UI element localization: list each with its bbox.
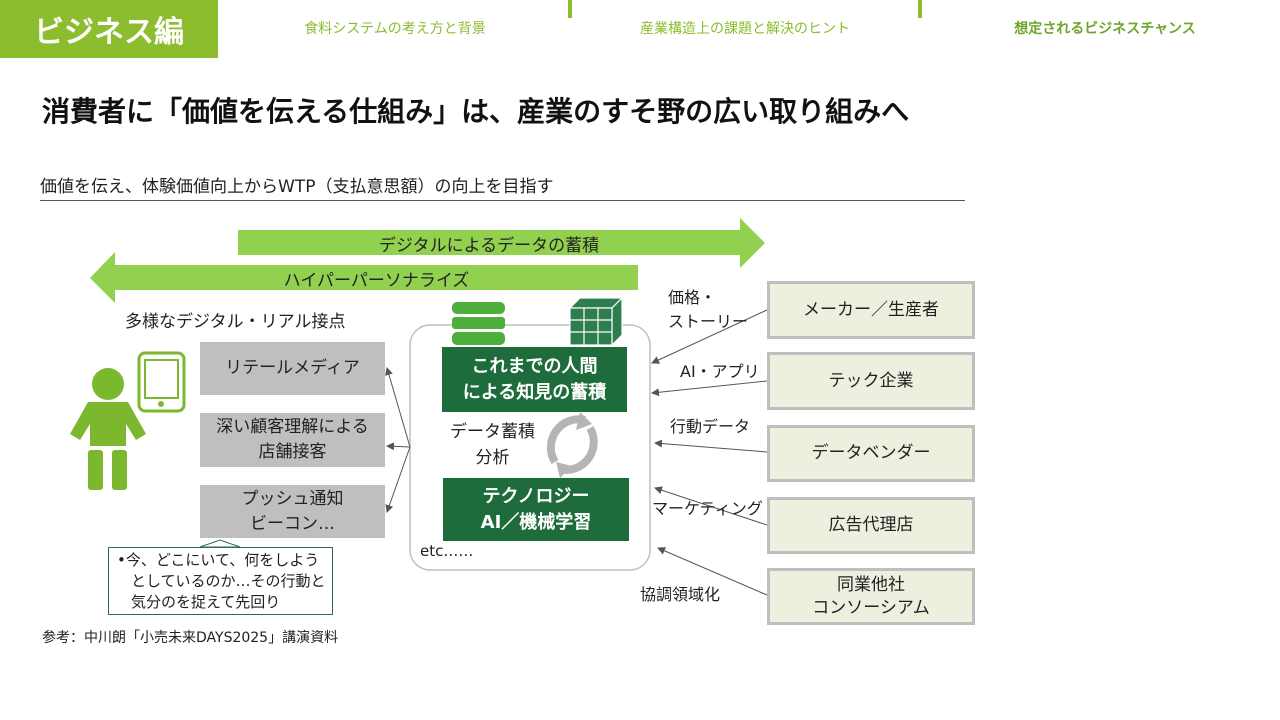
- tablet-icon: [137, 351, 186, 413]
- partner-label: AI・アプリ: [680, 362, 760, 381]
- callout-note: •今、どこにいて、何をしよう としているのか…その行動と 気分のを捉えて先回り: [108, 547, 333, 615]
- partner-ad-agency: 広告代理店: [767, 497, 975, 554]
- partner-consortium: 同業他社コンソーシアム: [767, 568, 975, 625]
- partner-text: コンソーシアム: [812, 597, 930, 618]
- knowledge-text: これまでの人間: [471, 356, 598, 378]
- touchpoint-text: 深い顧客理解による: [216, 417, 369, 438]
- etc-label: etc……: [420, 542, 474, 560]
- data-cube-icon: [568, 296, 624, 347]
- tech-text: AI／機械学習: [480, 511, 592, 533]
- touchpoint-text: 店舗接客: [258, 442, 327, 462]
- touchpoint-text: プッシュ通知: [241, 488, 344, 509]
- touchpoint-store-service: 深い顧客理解による店舗接客: [200, 413, 385, 467]
- partner-label: マーケティング: [652, 499, 763, 518]
- tech-text: テクノロジー: [482, 486, 590, 508]
- touchpoint-text: リテールメディア: [225, 358, 360, 379]
- person-icon: [70, 368, 146, 490]
- page-subtitle: 価値を伝え、体験価値向上からWTP（支払意思額）の向上を目指す: [40, 177, 554, 197]
- cycle-text: データ蓄積: [450, 422, 535, 442]
- knowledge-text: による知見の蓄積: [462, 381, 607, 403]
- knowledge-box: これまでの人間による知見の蓄積: [442, 347, 627, 412]
- partner-tech: テック企業: [767, 352, 975, 410]
- arrow-left-shape: [90, 252, 638, 303]
- connector-arrows: [385, 309, 768, 596]
- cycle-text: 分析: [475, 447, 510, 468]
- nav-tab-background[interactable]: 食料システムの考え方と背景: [304, 21, 486, 37]
- hyper-personalize-arrow-label: ハイパーパーソナライズ: [283, 271, 470, 291]
- partner-label: 価格・ストーリー: [668, 286, 748, 334]
- partner-maker: メーカー／生産者: [767, 281, 975, 339]
- nav-tab-business-chance[interactable]: 想定されるビジネスチャンス: [1014, 21, 1196, 37]
- nav-divider: [568, 0, 572, 18]
- cycle-label: データ蓄積分析: [450, 420, 535, 471]
- partner-label: 行動データ: [670, 417, 751, 436]
- touchpoints-heading: 多様なデジタル・リアル接点: [125, 312, 346, 332]
- nav-tab-challenges[interactable]: 産業構造上の課題と解決のヒント: [640, 21, 850, 37]
- nav-divider: [918, 0, 922, 18]
- technology-box: テクノロジー AI／機械学習: [443, 478, 629, 541]
- partner-text: データベンダー: [811, 443, 931, 464]
- data-accumulation-arrow-label: デジタルによるデータの蓄積: [378, 236, 600, 256]
- partner-text: メーカー／生産者: [803, 299, 939, 320]
- footnote: 参考：中川朗「小売未来DAYS2025」講演資料: [42, 630, 339, 646]
- callout-line: •今、どこにいて、何をしよう: [117, 551, 320, 569]
- cycle-arrows-icon: [546, 415, 598, 475]
- partner-text: 同業他社: [837, 574, 905, 595]
- database-icon: [452, 302, 505, 345]
- page-title: 消費者に「価値を伝える仕組み」は、産業のすそ野の広い取り組みへ: [42, 95, 910, 128]
- arrow-right-shape: [238, 218, 765, 268]
- label-text: ストーリー: [668, 312, 749, 331]
- touchpoint-text: ビーコン…: [250, 513, 335, 534]
- partner-label: 協調領域化: [640, 585, 721, 604]
- touchpoint-retail-media: リテールメディア: [200, 342, 385, 395]
- partner-text: テック企業: [828, 370, 914, 391]
- callout-line: としているのか…その行動と: [131, 572, 326, 590]
- touchpoint-push-beacon: プッシュ通知ビーコン…: [200, 485, 385, 538]
- callout-line: 気分のを捉えて先回り: [131, 593, 281, 611]
- partner-text: 広告代理店: [828, 515, 914, 536]
- partner-data-vendor: データベンダー: [767, 425, 975, 482]
- divider: [40, 200, 965, 201]
- label-text: 価格・: [668, 288, 717, 307]
- section-badge: ビジネス編: [0, 0, 218, 58]
